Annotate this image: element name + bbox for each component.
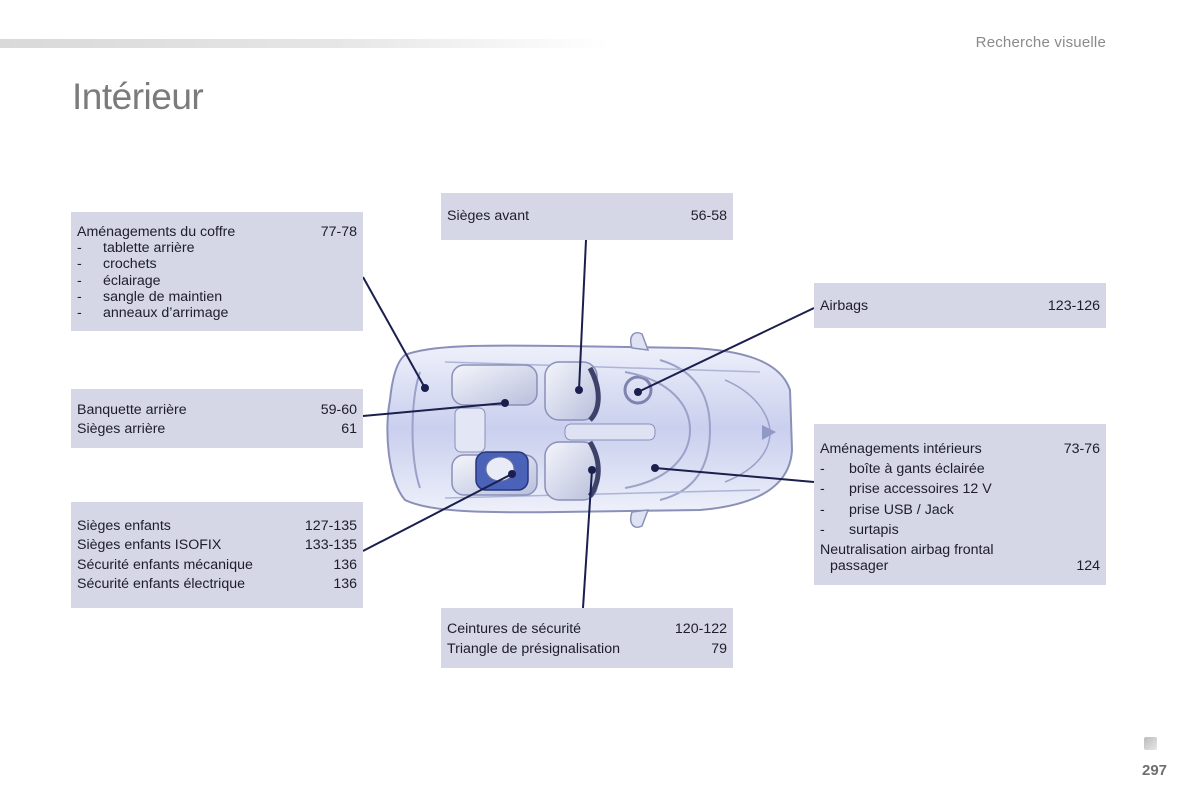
car-illustration xyxy=(386,332,794,528)
leader-dot xyxy=(588,466,596,474)
bullet-dash: - xyxy=(77,240,82,257)
page-ref[interactable]: 124 xyxy=(1076,558,1100,575)
page-ref[interactable]: 120-122 xyxy=(674,621,727,637)
leader-dot xyxy=(634,388,642,396)
page-ref[interactable]: 133-135 xyxy=(304,537,357,554)
bullet-dash: - xyxy=(77,256,82,273)
leader-dots xyxy=(421,384,659,478)
bullet-dash: - xyxy=(820,501,825,518)
callout-row: Airbags 123-126 xyxy=(820,298,1100,314)
callout-sub-item: -tablette arrière xyxy=(77,240,195,257)
page-ref[interactable]: 136 xyxy=(333,556,357,573)
bullet-dash: - xyxy=(77,288,82,305)
bullet-dash: - xyxy=(77,272,82,289)
callout-title: Sièges avant xyxy=(447,208,530,224)
callout-title: Airbags xyxy=(820,298,869,314)
callout-banquette: Banquette arrière 59-60 Sièges arrière 6… xyxy=(71,389,363,448)
leader-dot xyxy=(508,470,516,478)
page-ref[interactable]: 79 xyxy=(711,640,727,657)
callout-ceintures: Ceintures de sécurité 120-122 Triangle d… xyxy=(441,608,733,668)
callout-row: Triangle de présignalisation 79 xyxy=(447,640,727,657)
bullet-dash: - xyxy=(820,461,825,478)
leader-line-banquette xyxy=(362,402,506,417)
callout-row: Banquette arrière 59-60 xyxy=(77,402,357,418)
page-ref[interactable]: 136 xyxy=(333,575,357,592)
callout-sieges-enfants: Sièges enfants 127-135 Sièges enfants IS… xyxy=(71,502,363,608)
callout-sub-item: -prise accessoires 12 V xyxy=(820,481,992,498)
callout-sub-item: -sangle de maintien xyxy=(77,288,223,305)
leader-dot xyxy=(651,464,659,472)
page-ref[interactable]: 77-78 xyxy=(320,224,357,240)
page-ref[interactable]: 59-60 xyxy=(320,402,357,418)
page-ref[interactable]: 127-135 xyxy=(304,518,357,534)
callout-row: Aménagements intérieurs 73-76 xyxy=(820,441,1100,461)
callout-row: Sécurité enfants mécanique 136 xyxy=(77,556,357,573)
leader-line-sieges-avant xyxy=(578,239,587,391)
callout-title: Aménagements intérieurs xyxy=(820,441,982,457)
leader-line-enfants xyxy=(362,473,513,552)
callout-title: Aménagements du coffre xyxy=(77,224,236,240)
bullet-dash: - xyxy=(77,304,82,321)
page-ref[interactable]: 123-126 xyxy=(1047,298,1100,314)
callout-amenagements-interieurs: Aménagements intérieurs 73-76 -boîte à g… xyxy=(814,424,1106,585)
leader-line-coffre xyxy=(362,276,426,389)
page-ref[interactable]: 61 xyxy=(341,421,357,437)
callout-sub-item: -anneaux d’arrimage xyxy=(77,304,229,321)
page-corner-mark xyxy=(1144,737,1157,750)
callout-sub-item: -boîte à gants éclairée xyxy=(820,461,985,478)
callout-row: Sièges avant 56-58 xyxy=(447,208,727,224)
leader-line-airbags xyxy=(637,307,815,393)
callout-row: Sièges enfants ISOFIX 133-135 xyxy=(77,537,357,554)
leader-line-interieurs xyxy=(654,467,815,483)
callout-sub-item: -éclairage xyxy=(77,272,161,289)
callout-coffre: Aménagements du coffre 77-78 -tablette a… xyxy=(71,212,363,331)
page-title: Intérieur xyxy=(72,76,204,117)
callout-sub-item: -prise USB / Jack xyxy=(820,501,954,518)
callout-row: passager 124 xyxy=(830,558,1100,575)
callout-row: Ceintures de sécurité 120-122 xyxy=(447,621,727,637)
section-title: Recherche visuelle xyxy=(975,34,1106,51)
bullet-dash: - xyxy=(820,481,825,498)
leader-dot xyxy=(421,384,429,392)
callout-row: Neutralisation airbag frontal xyxy=(820,542,1100,559)
callout-airbags: Airbags 123-126 xyxy=(814,283,1106,328)
callout-row: Sièges enfants 127-135 xyxy=(77,518,357,534)
callout-row: Aménagements du coffre 77-78 xyxy=(77,224,357,240)
header-gradient-bar xyxy=(0,39,610,48)
callout-sub-item: -crochets xyxy=(77,256,157,273)
page-number: 297 xyxy=(1142,762,1168,779)
leader-lines xyxy=(362,239,815,609)
page-ref[interactable]: 73-76 xyxy=(1063,441,1100,457)
leader-dot xyxy=(575,386,583,394)
leader-line-ceintures xyxy=(582,469,593,609)
page-ref[interactable]: 56-58 xyxy=(690,208,727,224)
callout-sieges-avant: Sièges avant 56-58 xyxy=(441,193,733,240)
callout-row: Sièges arrière 61 xyxy=(77,421,357,437)
callout-row: Sécurité enfants électrique 136 xyxy=(77,575,357,592)
callout-sub-item: -surtapis xyxy=(820,521,899,538)
bullet-dash: - xyxy=(820,521,825,538)
leader-dot xyxy=(501,399,509,407)
callout-title: Neutralisation airbag frontal xyxy=(820,541,994,558)
